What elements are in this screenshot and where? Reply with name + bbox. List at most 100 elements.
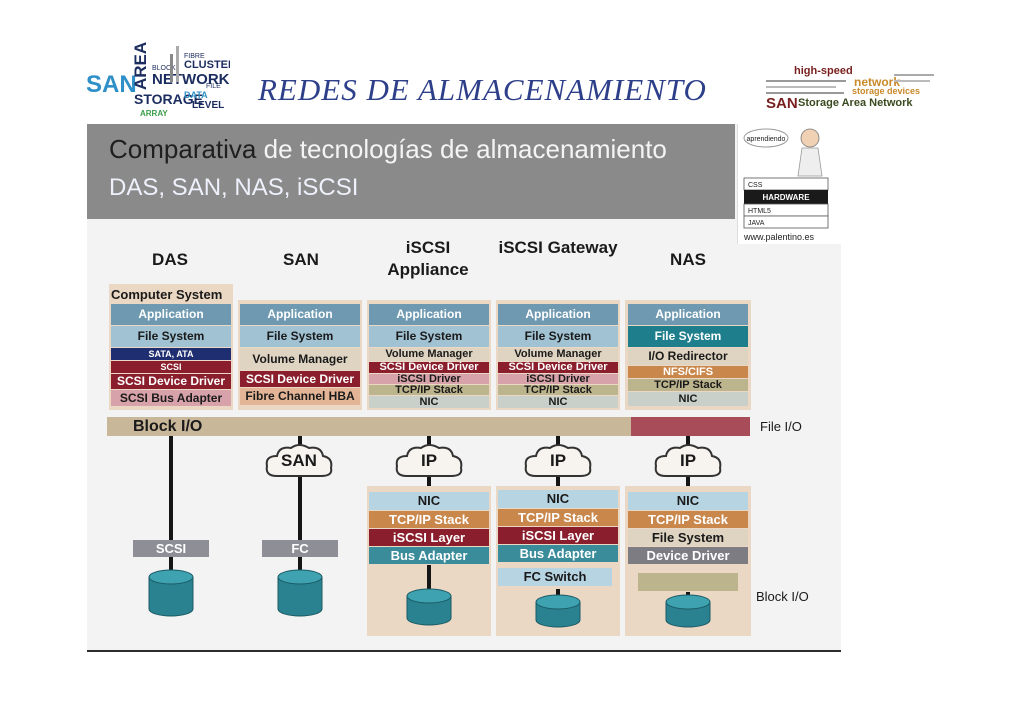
appliance-target-nic: NIC — [369, 492, 489, 510]
gateway-layer-nic: NIC — [498, 396, 618, 408]
storage-area-network-logo: high-speed network storage devices SAN S… — [766, 65, 934, 112]
san-disk-icon — [277, 569, 323, 617]
nas-layer-io-redirector: I/O Redirector — [628, 348, 748, 365]
appliance-layer-nic: NIC — [369, 396, 489, 408]
figure-subtitle: DAS, SAN, NAS, iSCSI — [109, 174, 359, 201]
block-io-bottom-label: Block I/O — [756, 589, 809, 604]
figure-title: Comparativa de tecnologías de almacenami… — [109, 134, 667, 165]
nas-layer-nic: NIC — [628, 392, 748, 406]
logo-word: CLUSTER — [184, 59, 230, 71]
san-protocol-box: FC — [262, 540, 338, 557]
logo-word: LEVEL — [192, 100, 224, 111]
appliance-layer-iscsi-driver: iSCSI Driver — [369, 374, 489, 385]
nas-layer-file-system: File System — [628, 326, 748, 347]
das-layer-file-system: File System — [111, 326, 231, 347]
logo-word: ARRAY — [140, 109, 168, 118]
mascot-item: CSS — [748, 182, 763, 189]
nas-layer-nfs-cifs: NFS/CIFS — [628, 366, 748, 378]
mascot-illustration: aprendiendo CSS HARDWARE HTML5 JAVA www.… — [743, 128, 829, 242]
gateway-target-iscsi-layer: iSCSI Layer — [498, 527, 618, 544]
san-layer-fibre-channel-hba: Fibre Channel HBA — [240, 388, 360, 405]
block-io-label: Block I/O — [133, 418, 203, 435]
nas-target-device-driver: Device Driver — [628, 547, 748, 564]
appliance-ip-cloud-label: IP — [420, 451, 438, 470]
nas-target-file-system: File System — [628, 529, 748, 546]
nas-disk-connector — [686, 592, 690, 595]
logo-word: SAN — [86, 71, 137, 98]
nas-ip-cloud-icon — [654, 444, 722, 477]
appliance-ip-cloud-icon — [395, 444, 463, 477]
iscsi-gateway-stack: Application File System Volume Manager S… — [496, 300, 620, 410]
nas-target-block-bar — [638, 573, 738, 591]
das-disk-icon — [148, 569, 194, 617]
logo-word: BLOCK — [152, 65, 176, 72]
nas-ip-cloud-label: IP — [679, 451, 697, 470]
column-label-das: DAS — [152, 250, 188, 269]
logo-word: AREA — [131, 42, 150, 90]
appliance-disk-icon — [406, 588, 452, 626]
appliance-layer-volume-manager: Volume Manager — [369, 348, 489, 361]
san-cloud-icon — [265, 444, 333, 477]
gateway-layer-iscsi-driver: iSCSI Driver — [498, 374, 618, 385]
san-layer-scsi-device-driver: SCSI Device Driver — [240, 371, 360, 387]
logo-word: Storage Area Network — [798, 97, 913, 109]
nas-layer-application: Application — [628, 304, 748, 325]
san-layer-volume-manager: Volume Manager — [240, 348, 360, 370]
das-layer-scsi-device-driver: SCSI Device Driver — [111, 374, 231, 389]
logo-word: network — [854, 75, 900, 89]
nas-target-nic: NIC — [628, 492, 748, 510]
gateway-disk-icon — [535, 594, 581, 628]
gateway-disk-connector — [556, 589, 560, 595]
file-io-label: File I/O — [760, 419, 802, 434]
gateway-fc-switch: FC Switch — [498, 568, 612, 586]
gateway-layer-file-system: File System — [498, 326, 618, 347]
column-label-iscsi-gateway: iSCSI Gateway — [498, 238, 618, 257]
das-layer-scsi: SCSI — [111, 361, 231, 373]
san-word-cloud-logo: SAN AREA NETWORK STORAGE CLUSTER LEVEL D… — [86, 42, 230, 118]
logo-word: SAN — [766, 95, 798, 112]
gateway-target-nic: NIC — [498, 490, 618, 508]
logo-word: storage devices — [852, 86, 920, 96]
das-connector — [169, 436, 173, 571]
nas-layer-tcpip-stack: TCP/IP Stack — [628, 379, 748, 391]
appliance-lower-connector — [427, 480, 431, 490]
san-layer-file-system: File System — [240, 326, 360, 347]
das-protocol-box: SCSI — [133, 540, 209, 557]
das-layer-application: Application — [111, 304, 231, 325]
gateway-target-bus-adapter: Bus Adapter — [498, 545, 618, 562]
column-label-iscsi-appliance: iSCSI Appliance — [387, 238, 469, 279]
mascot-item: JAVA — [748, 220, 765, 227]
mascot-bubble-text: aprendiendo — [747, 136, 786, 143]
gateway-target-tcpip: TCP/IP Stack — [498, 509, 618, 526]
gateway-layer-application: Application — [498, 304, 618, 325]
nas-disk-icon — [665, 594, 711, 628]
mascot-badge: aprendiendo CSS HARDWARE HTML5 JAVA www.… — [737, 124, 841, 244]
mascot-item: HARDWARE — [762, 193, 810, 202]
appliance-target-bus-adapter: Bus Adapter — [369, 547, 489, 564]
figure-bottom-line — [87, 650, 841, 652]
gateway-layer-volume-manager: Volume Manager — [498, 348, 618, 361]
gateway-layer-tcpip-stack: TCP/IP Stack — [498, 385, 618, 396]
das-stack: Computer System Application File System … — [109, 284, 233, 410]
block-io-bar — [107, 417, 750, 436]
gateway-ip-cloud-label: IP — [549, 451, 567, 470]
nas-stack: Application File System I/O Redirector N… — [625, 300, 751, 410]
file-io-bar — [631, 417, 750, 436]
logo-word: high-speed — [794, 65, 853, 77]
slide-title: REDES DE ALMACENAMIENTO — [258, 72, 707, 107]
mascot-item: HTML5 — [748, 208, 771, 215]
nas-target-tcpip: TCP/IP Stack — [628, 511, 748, 528]
gateway-layer-scsi-device-driver: SCSI Device Driver — [498, 362, 618, 373]
gateway-ip-cloud-icon — [524, 444, 592, 477]
san-connector — [298, 436, 302, 571]
figure-title-dark: Comparativa — [109, 134, 257, 164]
san-stack: Application File System Volume Manager S… — [238, 300, 362, 410]
iscsi-appliance-stack: Application File System Volume Manager S… — [367, 300, 491, 410]
appliance-layer-scsi-device-driver: SCSI Device Driver — [369, 362, 489, 373]
appliance-target-iscsi-layer: iSCSI Layer — [369, 529, 489, 546]
comparison-figure: Comparativa de tecnologías de almacenami… — [87, 124, 841, 652]
appliance-target-tcpip: TCP/IP Stack — [369, 511, 489, 528]
appliance-disk-connector — [427, 565, 431, 589]
logo-word: DATA — [184, 90, 208, 100]
gateway-target-stack: NIC TCP/IP Stack iSCSI Layer Bus Adapter… — [496, 486, 620, 636]
